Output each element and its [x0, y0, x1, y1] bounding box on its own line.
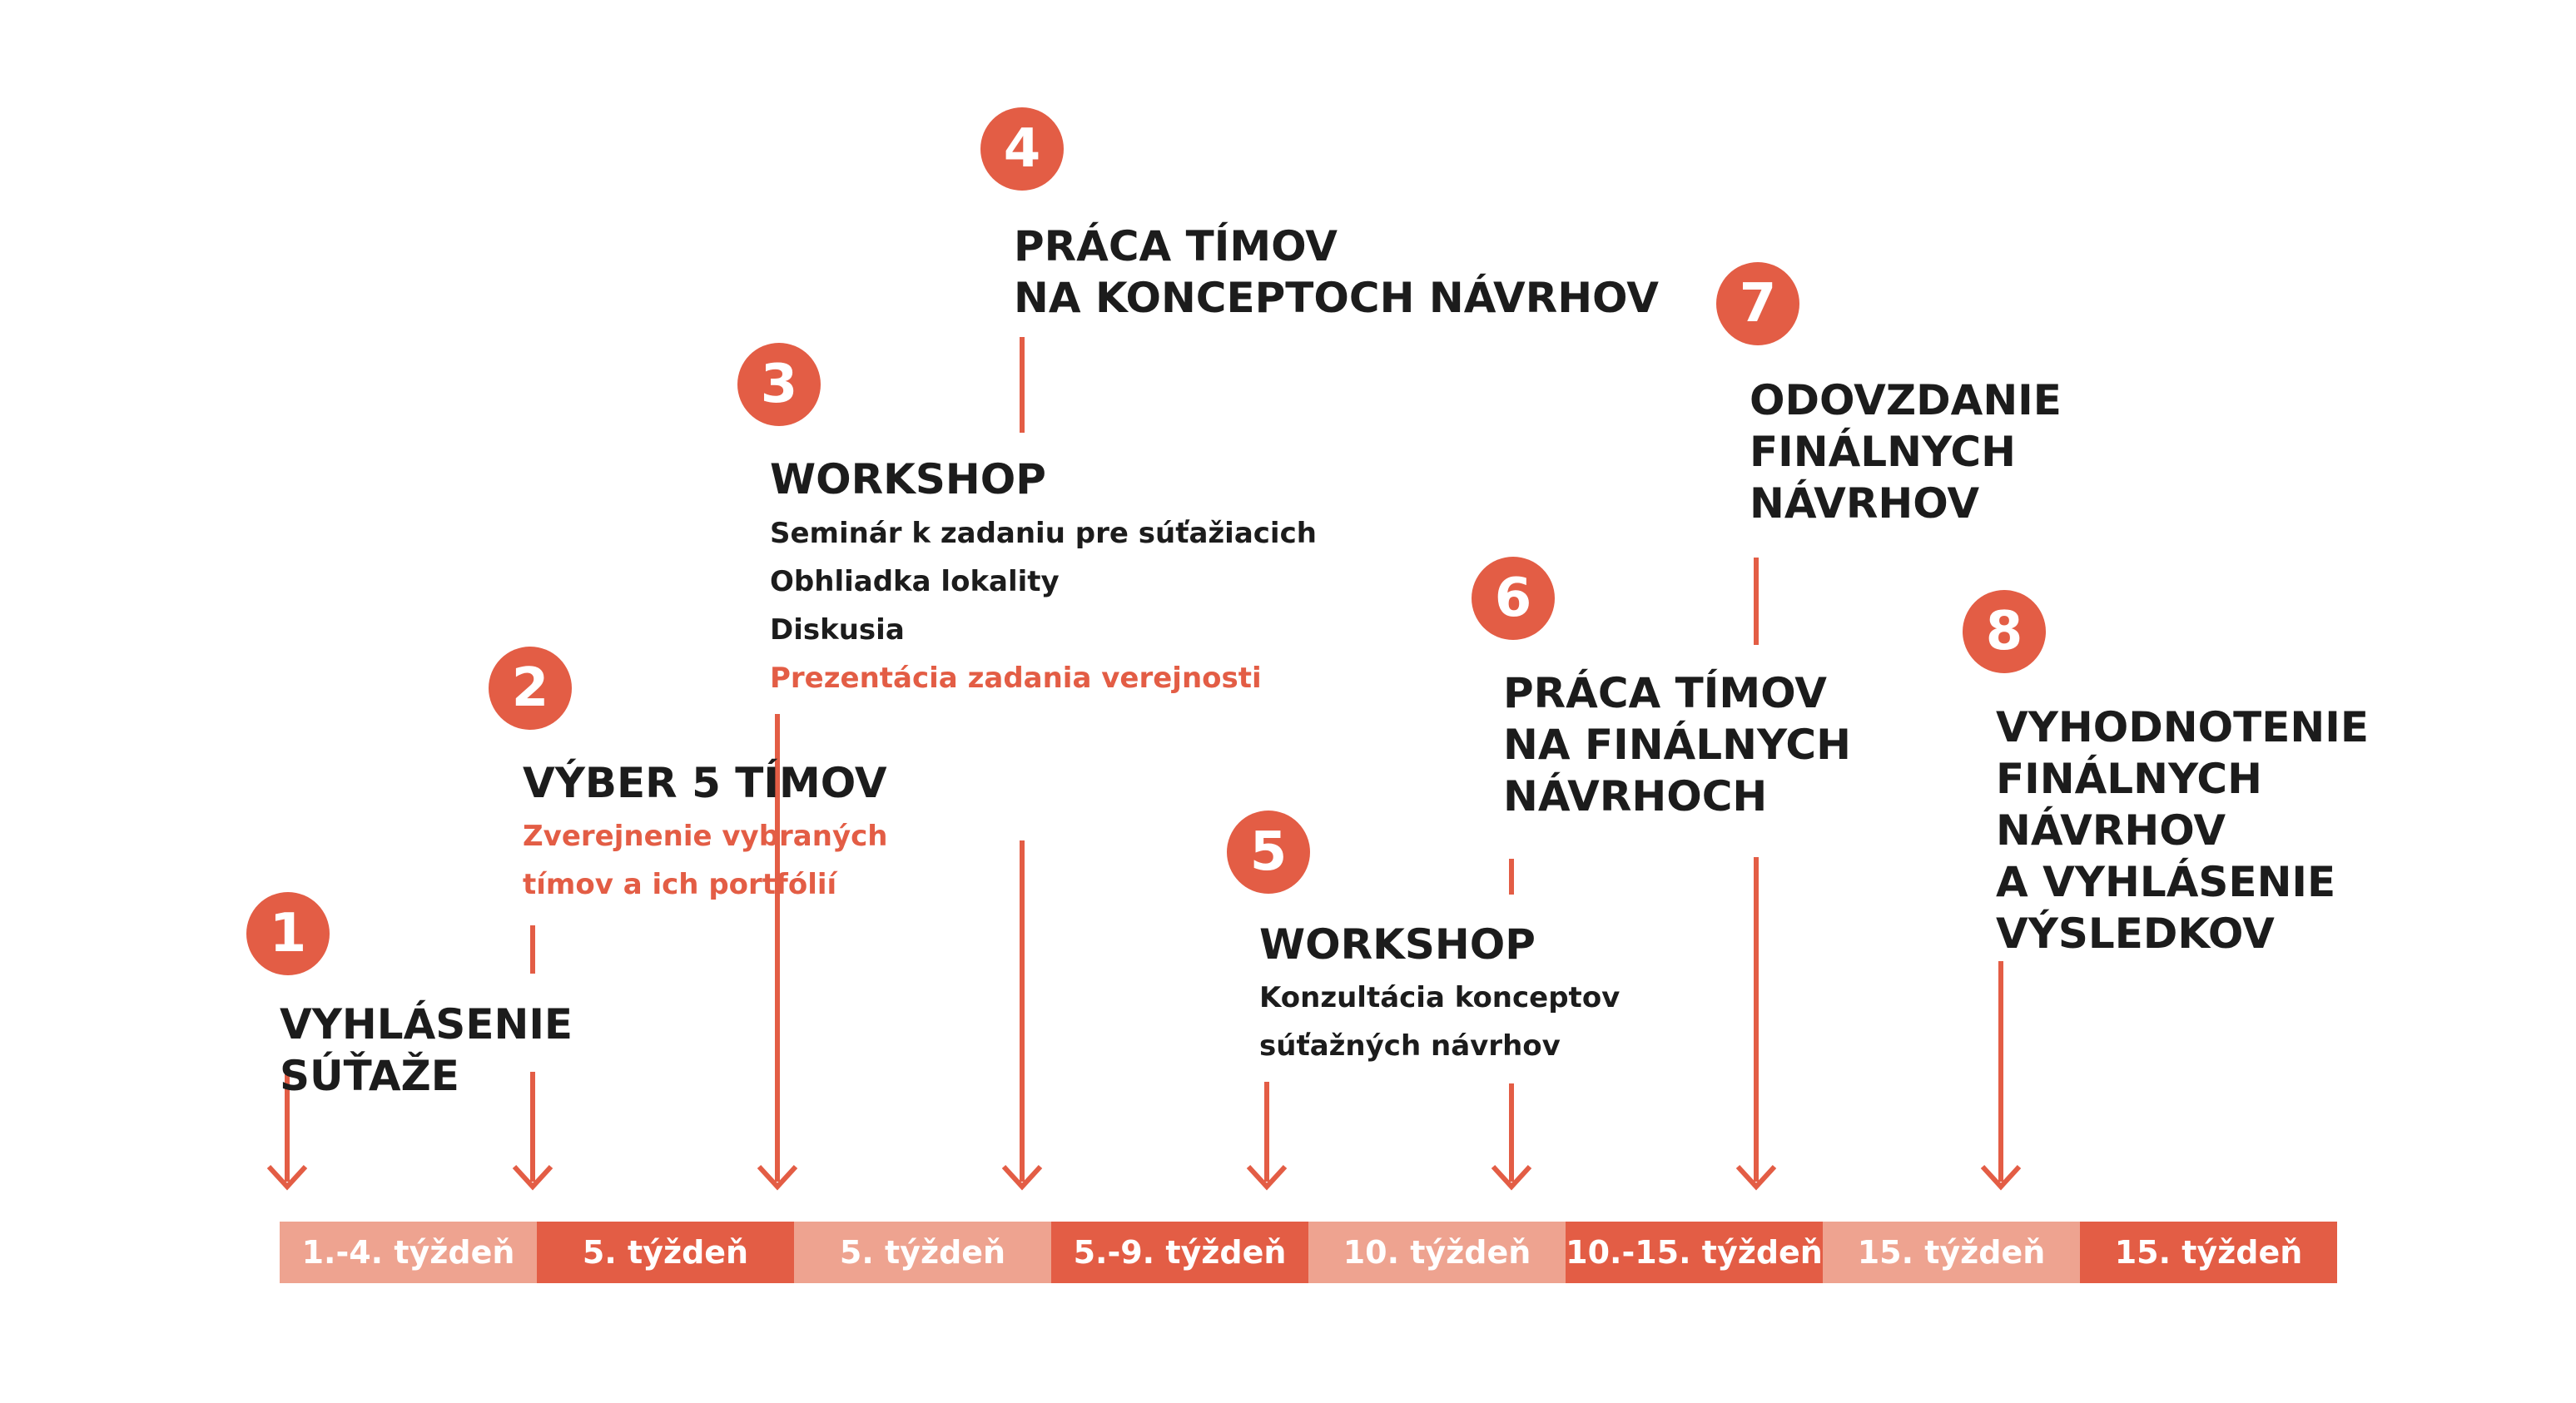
timeline-bar: 1.-4. týždeň 5. týždeň 5. týždeň 5.-9. t… — [280, 1222, 2337, 1283]
step-8-title-line: NÁVRHOV — [1996, 806, 2226, 855]
step-5-details: Konzultácia konceptov súťažných návrhov — [1259, 974, 1620, 1070]
step-3-detail: Obhliadka lokality — [770, 565, 1060, 598]
timeline-segment: 15. týždeň — [2080, 1222, 2337, 1283]
step-4-arrowhead — [1001, 1164, 1043, 1191]
timeline-segment: 15. týždeň — [1823, 1222, 2080, 1283]
step-2-detail: Zverejnenie vybraných — [523, 820, 888, 853]
timeline-segment: 5.-9. týždeň — [1051, 1222, 1308, 1283]
step-7-arrowhead — [1735, 1164, 1777, 1191]
step-3-title: WORKSHOP — [770, 454, 1046, 505]
timeline-segment: 1.-4. týždeň — [280, 1222, 537, 1283]
step-6-title-line: PRÁCA TÍMOV — [1503, 669, 1827, 717]
step-1-title-line: VYHLÁSENIE — [280, 1000, 573, 1049]
step-3-detail: Seminár k zadaniu pre súťažiacich — [770, 517, 1317, 550]
step-5-detail: súťažných návrhov — [1259, 1029, 1561, 1063]
step-2-arrowhead — [512, 1164, 553, 1191]
step-2-badge: 2 — [489, 647, 572, 730]
step-8-title-line: A VYHLÁSENIE — [1996, 858, 2336, 906]
step-2-title-line: VÝBER 5 TÍMOV — [523, 759, 887, 807]
step-8-title-line: FINÁLNYCH — [1996, 755, 2262, 803]
step-3-details: Seminár k zadaniu pre súťažiacich Obhlia… — [770, 509, 1317, 702]
step-4-title-line: NA KONCEPTOCH NÁVRHOV — [1014, 274, 1659, 322]
step-6-title-line: NA FINÁLNYCH — [1503, 721, 1851, 769]
step-2-details: Zverejnenie vybraných tímov a ich portfó… — [523, 812, 887, 909]
step-5-arrowhead — [1246, 1164, 1288, 1191]
step-4-badge: 4 — [980, 107, 1064, 191]
step-6-arrowhead — [1491, 1164, 1532, 1191]
step-8-badge: 8 — [1963, 590, 2046, 673]
step-8-title-line: VÝSLEDKOV — [1996, 910, 2275, 958]
step-4-title-line: PRÁCA TÍMOV — [1014, 222, 1338, 270]
step-5-title-line: WORKSHOP — [1259, 920, 1536, 969]
step-6-title-line: NÁVRHOCH — [1503, 772, 1768, 820]
timeline-segment: 5. týždeň — [794, 1222, 1051, 1283]
step-7-title-line: ODOVZDANIE — [1750, 376, 2062, 424]
step-4-title: PRÁCA TÍMOV NA KONCEPTOCH NÁVRHOV — [1014, 221, 1659, 324]
step-3-badge: 3 — [737, 343, 821, 426]
timeline-segment: 5. týždeň — [537, 1222, 794, 1283]
step-8-title-line: VYHODNOTENIE — [1996, 703, 2369, 751]
step-6-title: PRÁCA TÍMOV NA FINÁLNYCH NÁVRHOCH — [1503, 667, 1851, 822]
step-2-title: VÝBER 5 TÍMOV — [523, 757, 887, 809]
step-5-detail: Konzultácia konceptov — [1259, 981, 1621, 1014]
step-3-title-line: WORKSHOP — [770, 455, 1046, 503]
step-1-badge: 1 — [246, 892, 330, 975]
timeline-segment: 10. týždeň — [1308, 1222, 1566, 1283]
step-2-detail: tímov a ich portfólií — [523, 868, 837, 901]
step-7-badge: 7 — [1716, 262, 1799, 345]
timeline-segment: 10.-15. týždeň — [1566, 1222, 1823, 1283]
step-3-arrowhead — [757, 1164, 798, 1191]
step-7-title-line: NÁVRHOV — [1750, 479, 1980, 528]
step-5-badge: 5 — [1227, 811, 1310, 894]
step-8-arrowhead — [1980, 1164, 2022, 1191]
step-1-arrowhead — [266, 1164, 308, 1191]
step-7-title: ODOVZDANIE FINÁLNYCH NÁVRHOV — [1750, 374, 2062, 529]
step-8-title: VYHODNOTENIE FINÁLNYCH NÁVRHOV A VYHLÁSE… — [1996, 702, 2369, 959]
step-3-detail: Diskusia — [770, 613, 905, 647]
step-3-detail: Prezentácia zadania verejnosti — [770, 662, 1262, 695]
step-6-badge: 6 — [1472, 557, 1555, 640]
step-1-title: VYHLÁSENIE SÚŤAŽE — [280, 999, 573, 1102]
step-1-title-line: SÚŤAŽE — [280, 1052, 459, 1100]
step-5-title: WORKSHOP — [1259, 919, 1536, 970]
step-7-title-line: FINÁLNYCH — [1750, 428, 2016, 476]
